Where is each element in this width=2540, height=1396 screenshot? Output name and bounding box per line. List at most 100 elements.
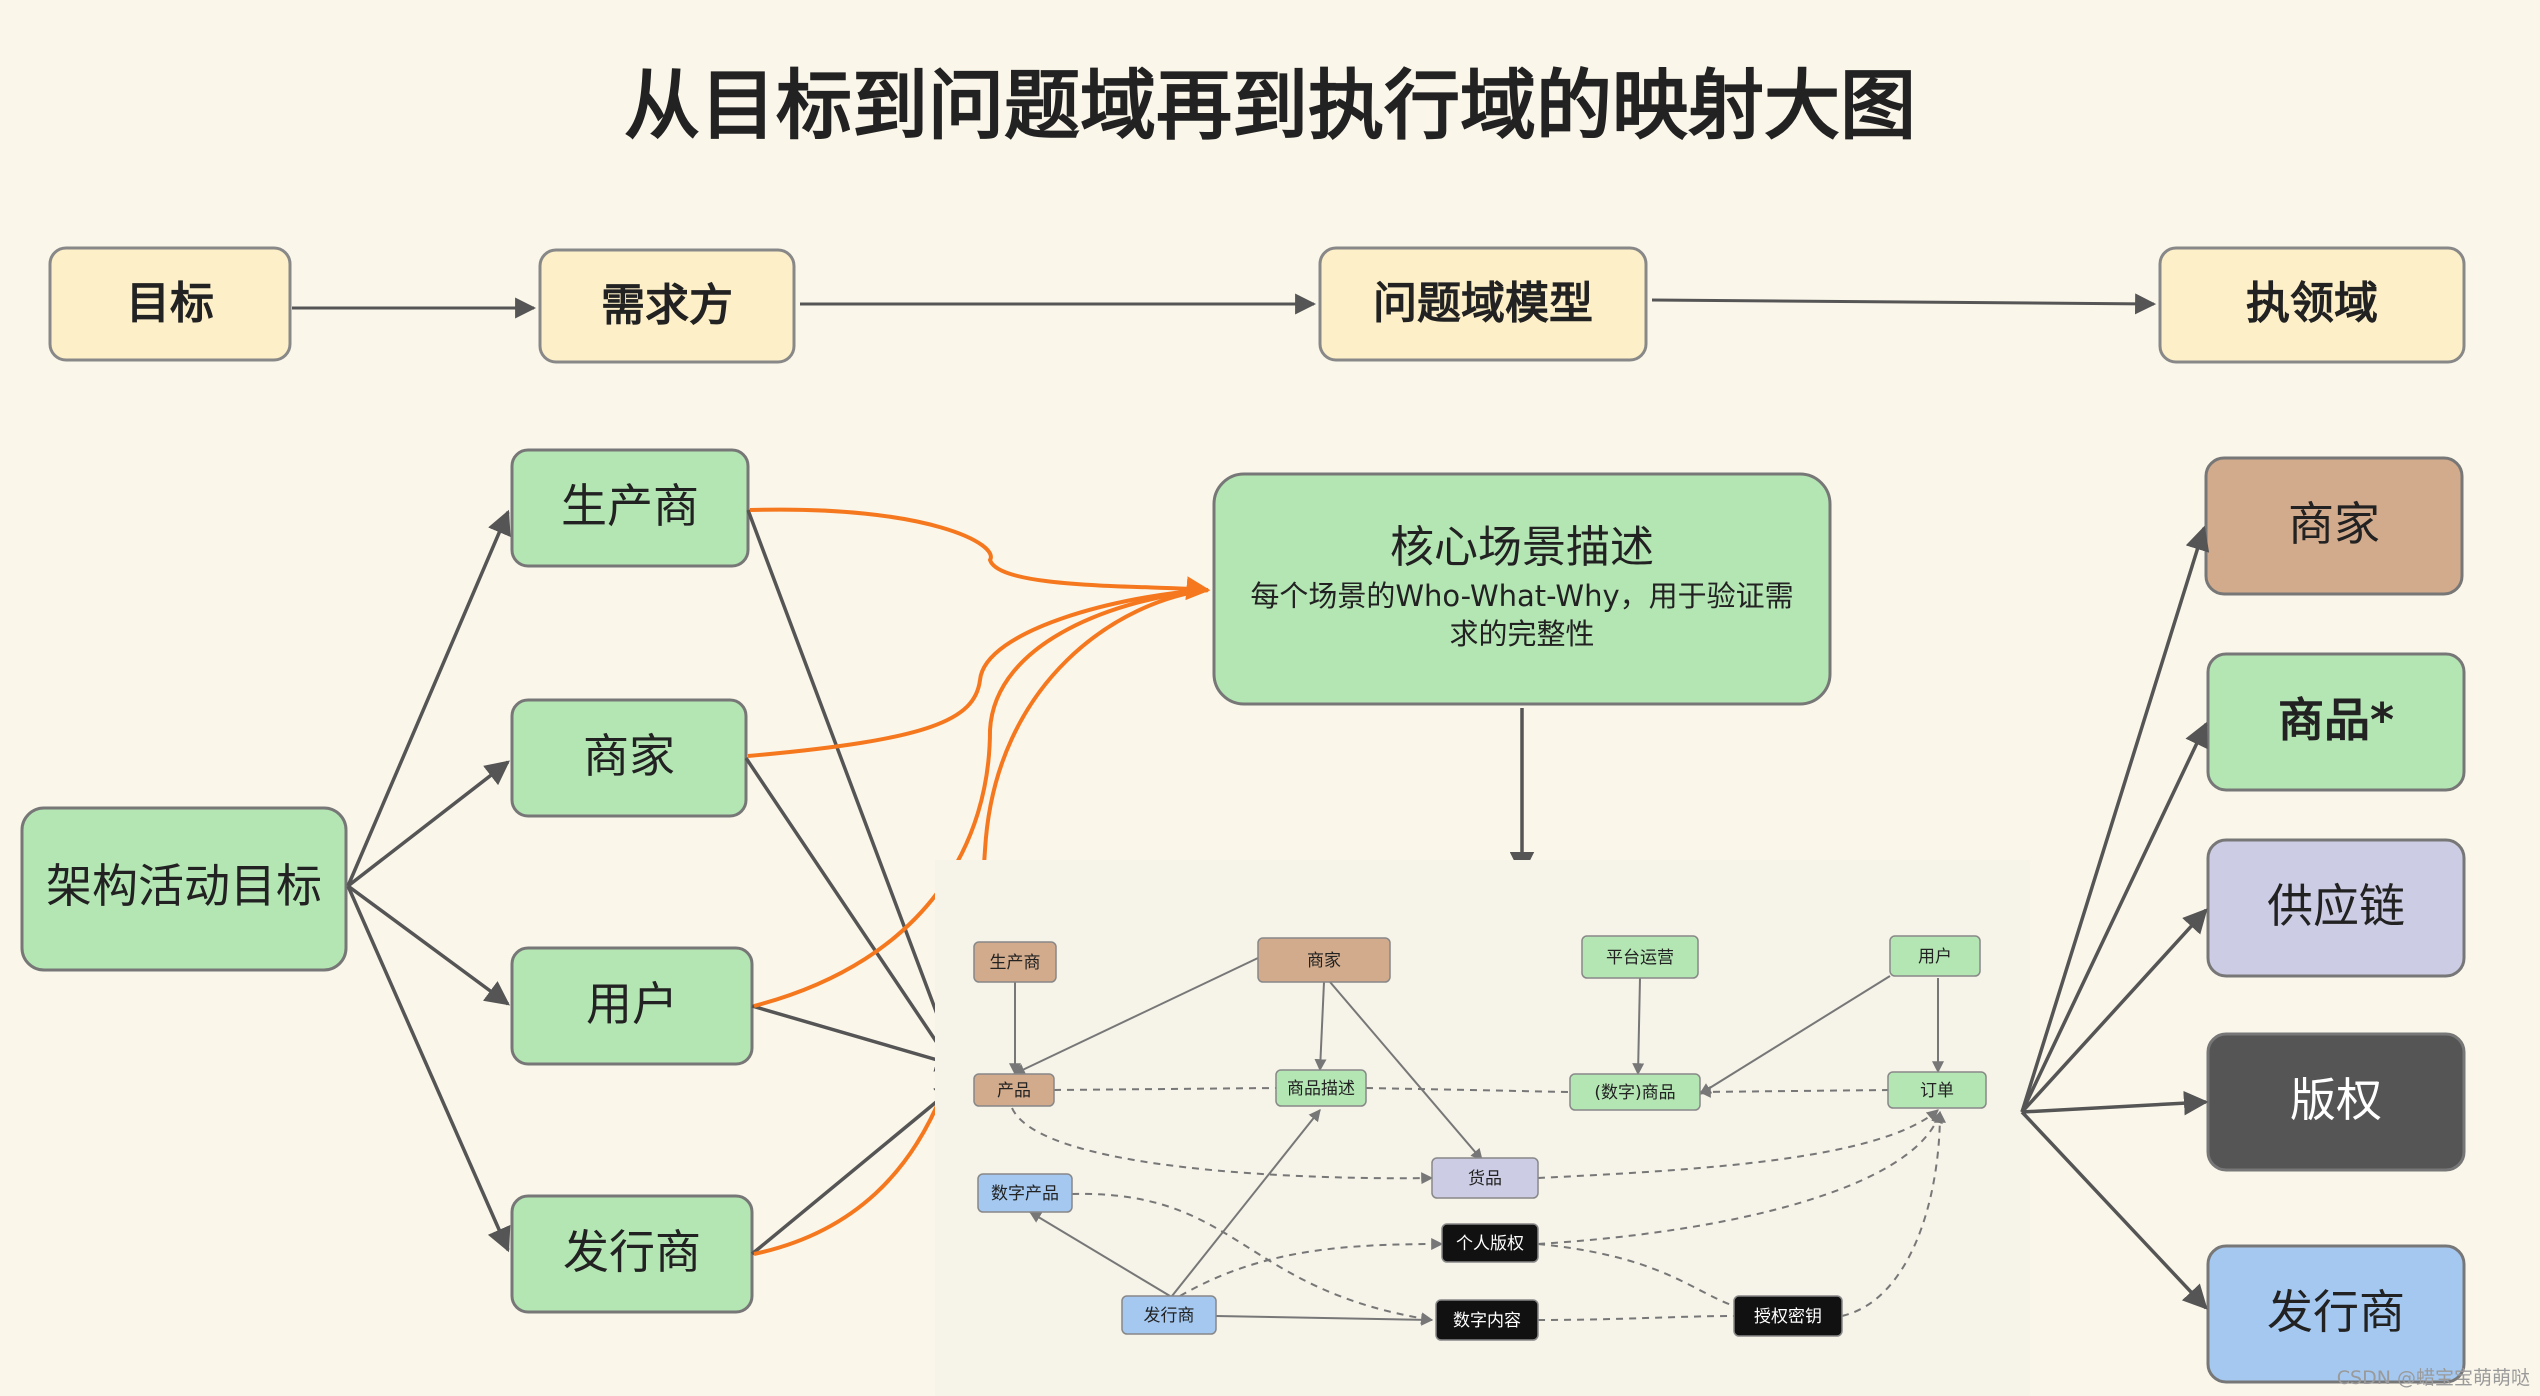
right-merchant-label: 商家: [2288, 497, 2380, 551]
right-goods-box: 商品*: [2206, 652, 2466, 792]
right-publisher-label: 发行商: [2267, 1285, 2405, 1339]
domain-model: 生产商 商家 平台运营 用户 产品 商品描述 (数字)商品 订单: [935, 860, 2030, 1396]
core-scenario-box: 核心场景描述 每个场景的Who-What-Why，用于验证需 求的完整性: [1212, 472, 1832, 706]
right-merchant-box: 商家: [2204, 456, 2464, 596]
right-supply-chain-label: 供应链: [2267, 879, 2405, 933]
node-merchant-label: 商家: [583, 729, 675, 783]
right-publisher-box: 发行商: [2206, 1244, 2466, 1384]
node-user: 用户: [510, 946, 754, 1066]
m-node-platform-ops-label: 平台运营: [1606, 948, 1674, 968]
node-producer-label: 生产商: [561, 479, 699, 533]
m-node-digital-goods-label: (数字)商品: [1594, 1083, 1675, 1103]
arch-goal-arrows: [346, 509, 511, 1253]
m-node-digital-product-label: 数字产品: [991, 1184, 1059, 1204]
m-node-user: 用户: [1889, 935, 1981, 977]
link-merchant-cargo: [1329, 981, 1483, 1161]
link-publisher-goods-desc: [1171, 1109, 1321, 1297]
m-node-goods-desc: 商品描述: [1275, 1069, 1367, 1107]
right-goods-label: 商品*: [2278, 693, 2394, 747]
dash-cargo-order: [1537, 1109, 1939, 1179]
link-publisher-digital-content: [1215, 1313, 1434, 1326]
arrow-model-to-exec: [1651, 293, 2157, 315]
core-scenario-line1: 每个场景的Who-What-Why，用于验证需: [1250, 579, 1793, 613]
m-node-auth-key: 授权密钥: [1733, 1295, 1843, 1337]
m-node-personal-copyright: 个人版权: [1441, 1223, 1539, 1263]
dash-product-cargo: [1011, 1107, 1434, 1185]
node-producer: 生产商: [510, 448, 750, 568]
header-goal-box: 目标: [48, 246, 292, 362]
m-node-goods-desc-label: 商品描述: [1287, 1079, 1355, 1099]
orange-arrow-publisher: [753, 588, 1209, 1256]
m-node-product-label: 产品: [997, 1081, 1031, 1101]
dash-goods-desc-digital-goods: [1365, 1087, 1571, 1093]
header-exec-domain-label: 执领域: [2246, 278, 2378, 329]
link-publisher-digital-product: [1028, 1211, 1171, 1297]
exec-domain-arrows: [2020, 525, 2210, 1310]
header-goal-label: 目标: [126, 278, 214, 329]
dash-personal-copyright-auth-key: [1537, 1243, 1735, 1307]
arrow-user-to-model: [751, 1004, 961, 1072]
node-publisher: 发行商: [510, 1194, 754, 1314]
m-node-producer: 生产商: [973, 941, 1057, 983]
m-node-publisher: 发行商: [1121, 1295, 1217, 1335]
arrow-model-to-right-copyright: [2021, 1090, 2209, 1116]
header-arrows: [292, 293, 2157, 319]
m-node-auth-key-label: 授权密钥: [1754, 1307, 1822, 1327]
node-merchant: 商家: [510, 698, 748, 818]
core-scenario-line2: 求的完整性: [1449, 617, 1594, 651]
dash-digital-goods-order: [1698, 1085, 1889, 1098]
header-problem-model-box: 问题域模型: [1318, 246, 1648, 362]
core-scenario-title: 核心场景描述: [1390, 522, 1654, 573]
dash-digital-product-content: [1071, 1192, 1434, 1325]
link-merchant-product: [1012, 957, 1259, 1075]
m-node-publisher-label: 发行商: [1144, 1306, 1195, 1326]
watermark: CSDN @蜡宝宝萌萌哒: [2337, 1367, 2530, 1389]
arrow-arch-to-user: [346, 884, 510, 1006]
orange-arrow-merchant: [747, 588, 1209, 758]
orange-arrow-user: [753, 588, 1209, 1008]
right-copyright-label: 版权: [2290, 1073, 2382, 1127]
link-platform-digital-goods: [1632, 977, 1645, 1076]
arrow-producer-to-model: [746, 509, 962, 1073]
link-merchant-goods-desc: [1314, 981, 1327, 1072]
dash-product-goods-desc: [1053, 1087, 1277, 1091]
header-demand-label: 需求方: [601, 280, 733, 331]
right-copyright-box: 版权: [2206, 1032, 2466, 1172]
m-node-product: 产品: [973, 1073, 1055, 1107]
arrow-merchant-to-model: [744, 757, 960, 1077]
model-solid-links: [1009, 957, 1944, 1326]
arrow-publisher-to-model: [750, 1082, 960, 1256]
m-node-platform-ops: 平台运营: [1581, 935, 1699, 979]
arrow-model-to-right-goods: [2020, 721, 2208, 1113]
node-publisher-label: 发行商: [563, 1225, 701, 1279]
m-node-user-label: 用户: [1918, 947, 1952, 967]
m-node-merchant: 商家: [1257, 937, 1391, 983]
m-node-personal-copyright-label: 个人版权: [1456, 1234, 1524, 1254]
page-title: 从目标到问题域再到执行域的映射大图: [624, 61, 1916, 150]
m-node-order-label: 订单: [1920, 1081, 1954, 1101]
m-node-digital-goods: (数字)商品: [1569, 1073, 1701, 1111]
node-arch-goal-label: 架构活动目标: [46, 859, 322, 913]
dash-personal-copyright-order: [1537, 1110, 1943, 1245]
model-dashed-links: [1011, 1085, 1946, 1325]
header-problem-model-label: 问题域模型: [1373, 278, 1593, 329]
arrow-arch-to-producer: [346, 509, 511, 887]
orange-arrow-producer: [749, 507, 1211, 601]
m-node-digital-content-label: 数字内容: [1453, 1311, 1521, 1331]
node-arch-goal: 架构活动目标: [20, 806, 348, 972]
orange-arrows: [747, 507, 1211, 1256]
link-user-digital-goods: [1698, 975, 1891, 1095]
header-demand-box: 需求方: [538, 248, 796, 364]
dash-content-auth-key: [1537, 1315, 1735, 1321]
arrow-model-to-right-merchant: [2020, 525, 2210, 1113]
arrow-arch-to-merchant: [346, 760, 510, 888]
m-node-cargo-label: 货品: [1468, 1169, 1502, 1189]
m-node-order: 订单: [1887, 1071, 1987, 1109]
dash-auth-key-order: [1841, 1110, 1946, 1317]
arrow-model-to-right-supply: [2020, 908, 2208, 1114]
arrow-model-to-right-publisher: [2020, 1110, 2208, 1310]
header-exec-domain-box: 执领域: [2158, 246, 2466, 364]
right-supply-chain-box: 供应链: [2206, 838, 2466, 978]
m-node-producer-label: 生产商: [990, 953, 1041, 973]
